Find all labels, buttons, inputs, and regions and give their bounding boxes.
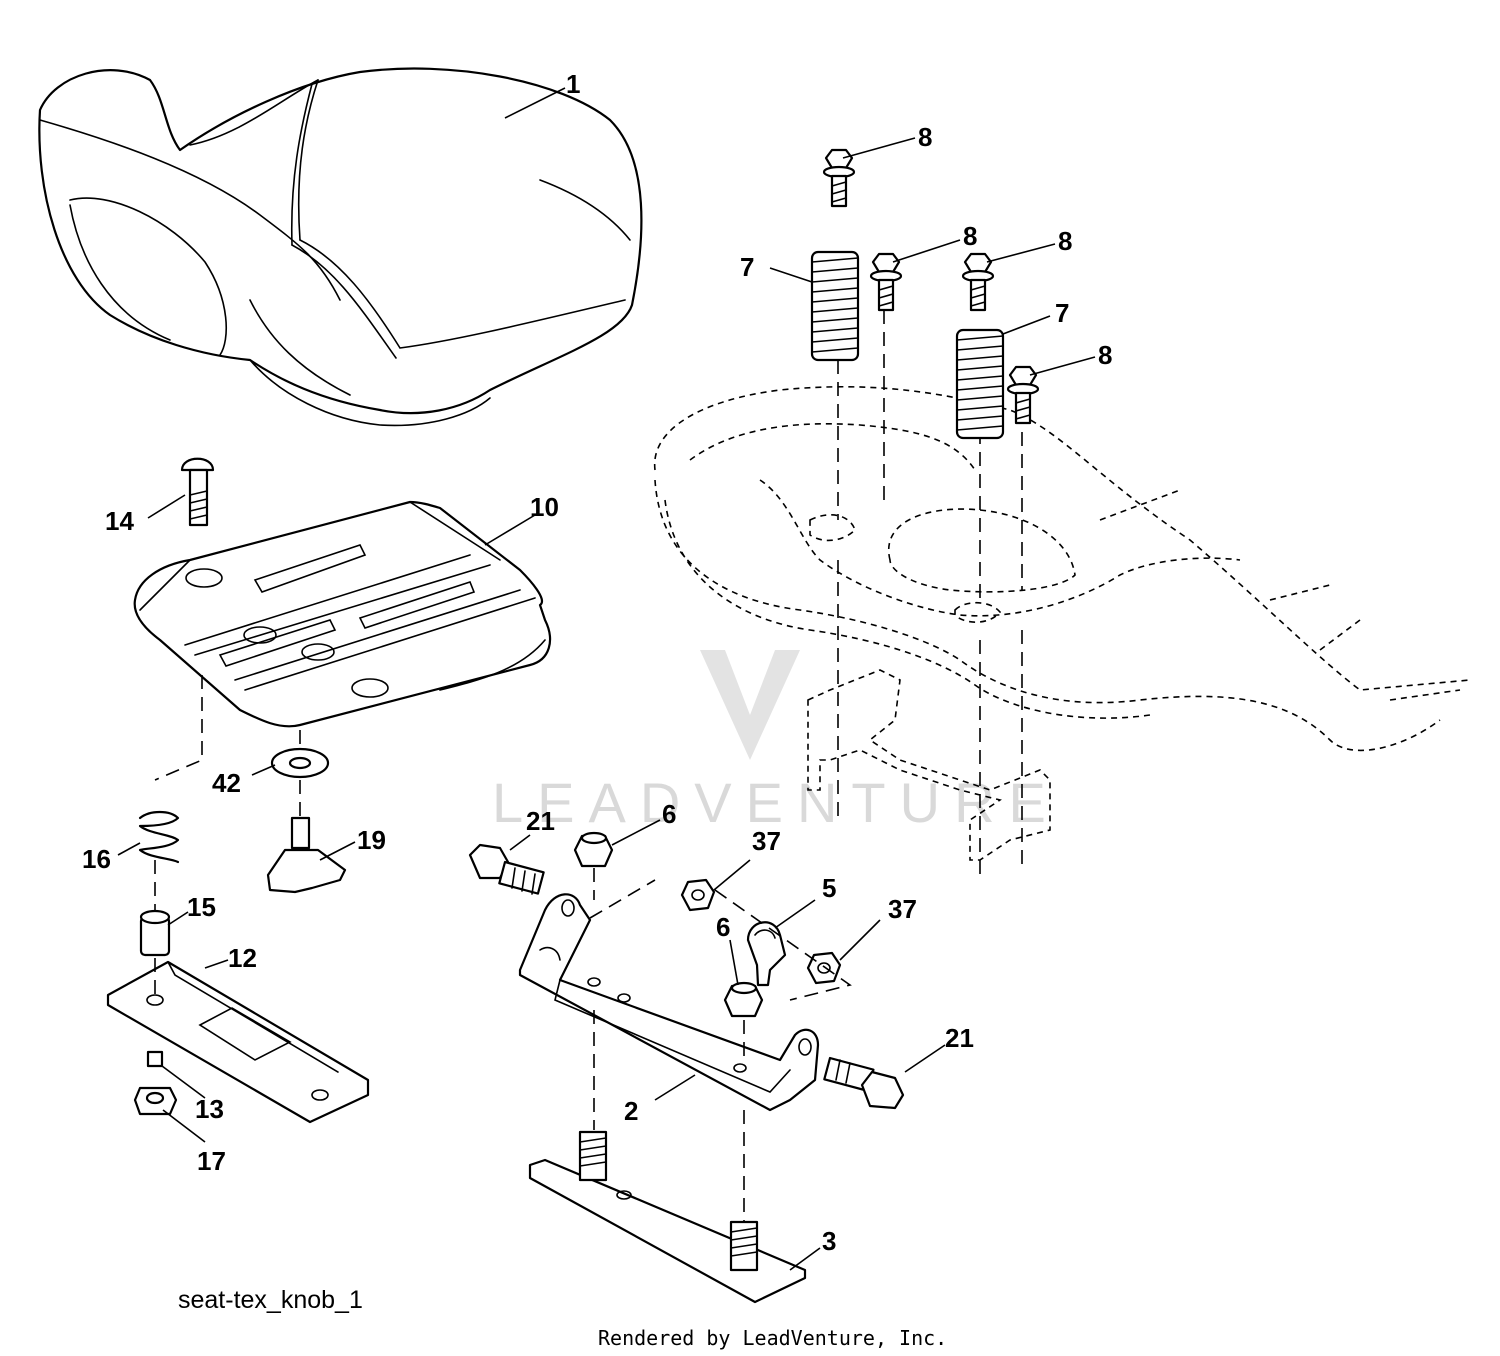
hex-nut-b: [806, 951, 842, 985]
flange-bolt-d: [1006, 365, 1040, 425]
seat-spring-right: [955, 328, 1005, 440]
callout-2: 2: [624, 1096, 638, 1126]
flange-bolt-c: [961, 252, 995, 312]
watermark-text: LEADVENTURE: [492, 771, 1060, 834]
lock-nut-a: [573, 831, 614, 868]
callout-37a: 37: [752, 826, 781, 856]
shoulder-bolt-right: [823, 1056, 905, 1110]
stud-plate-part: [528, 1130, 807, 1304]
callout-21a: 21: [526, 806, 555, 836]
seat-bracket-part: [518, 893, 820, 1112]
diagram-caption: seat-tex_knob_1: [178, 1286, 363, 1314]
washer-part: [270, 747, 330, 779]
leader-lines: [117, 87, 1096, 1271]
callout-17: 17: [197, 1146, 226, 1176]
shoulder-bolt-left: [468, 843, 545, 895]
callout-8a: 8: [918, 122, 932, 152]
flange-nut-part: [133, 1050, 178, 1116]
callout-6b: 6: [716, 912, 730, 942]
callout-6a: 6: [662, 799, 676, 829]
watermark: LEADVENTURE: [492, 650, 1060, 834]
seat-spring-left: [810, 250, 860, 362]
callout-42: 42: [212, 768, 241, 798]
callout-5: 5: [822, 873, 836, 903]
callouts: 1 2 3 5 6 6 7 7 8 8 8 8 10 12 13 14 15 1…: [82, 69, 1112, 1256]
callout-8d: 8: [1098, 340, 1112, 370]
spacer-part: [139, 909, 171, 957]
callout-16: 16: [82, 844, 111, 874]
wire-clip-part: [746, 921, 787, 987]
slide-plate-part: [106, 960, 370, 1124]
seat-pan-part: [133, 500, 552, 728]
callout-13: 13: [195, 1094, 224, 1124]
callout-21b: 21: [945, 1023, 974, 1053]
knob-part: [266, 816, 347, 894]
spring-part: [138, 810, 180, 864]
lock-nut-b: [723, 981, 764, 1018]
callout-10: 10: [530, 492, 559, 522]
carriage-bolt-part: [180, 457, 215, 527]
hex-nut-a: [680, 878, 716, 912]
flange-bolt-a: [822, 148, 856, 208]
callout-8b: 8: [963, 221, 977, 251]
fender-outline: [653, 385, 1471, 861]
callout-7b: 7: [1055, 298, 1069, 328]
callout-1: 1: [566, 69, 580, 99]
callout-14: 14: [105, 506, 134, 536]
callout-7a: 7: [740, 252, 754, 282]
callout-12: 12: [228, 943, 257, 973]
callout-37b: 37: [888, 894, 917, 924]
callout-15: 15: [187, 892, 216, 922]
seat-part: [38, 67, 643, 427]
render-credit: Rendered by LeadVenture, Inc.: [598, 1326, 947, 1350]
callout-19: 19: [357, 825, 386, 855]
callout-8c: 8: [1058, 226, 1072, 256]
callout-3: 3: [822, 1226, 836, 1256]
flange-bolt-b: [869, 252, 903, 312]
